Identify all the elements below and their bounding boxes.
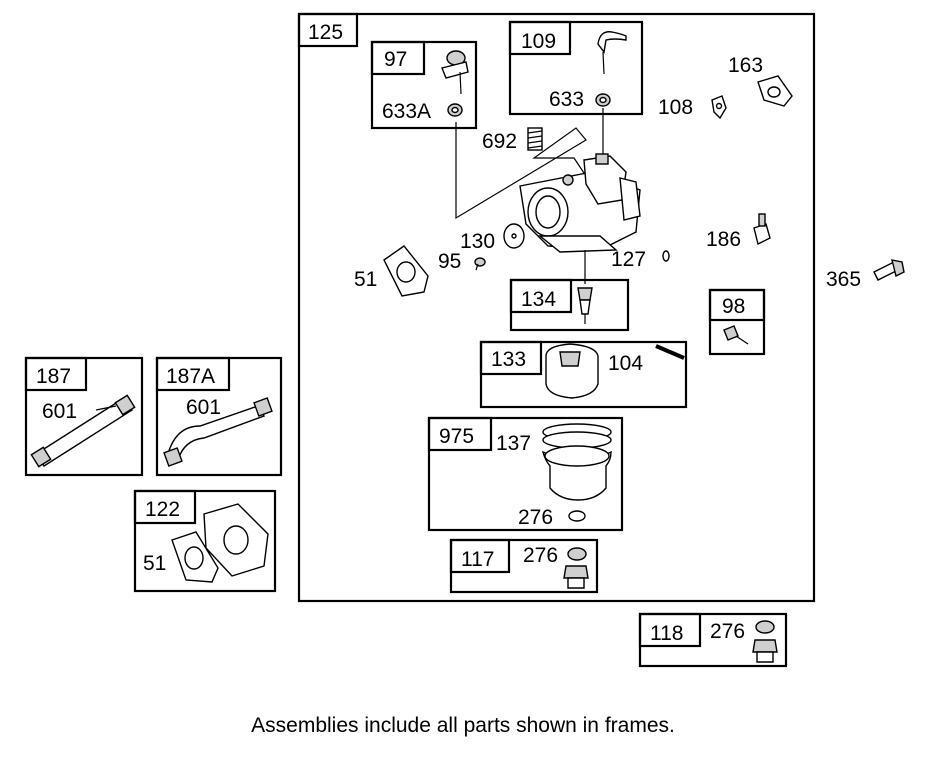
- bolt-365-part: [873, 259, 905, 281]
- frame-109-tab: [508, 20, 572, 56]
- frame-187-tab: [24, 356, 88, 392]
- pin-104-part: [655, 344, 685, 360]
- part-276-117-label: 276: [523, 544, 558, 567]
- part-104-label: 104: [608, 352, 643, 375]
- frame-109: [508, 20, 644, 116]
- frame-118-tab: [638, 612, 702, 648]
- frame-117-label: 117: [461, 548, 494, 571]
- part-163-label: 163: [728, 54, 763, 77]
- needle-134-part: [577, 287, 593, 324]
- frame-133-tab: [479, 340, 543, 376]
- frame-187-label: 187: [36, 365, 71, 388]
- part-130-label: 130: [460, 230, 495, 253]
- spring-692-part: [527, 127, 543, 151]
- frame-134-label: 134: [521, 288, 556, 311]
- frame-118-label: 118: [650, 622, 683, 645]
- frame-133-label: 133: [491, 348, 526, 371]
- throttle-shaft-part: [597, 31, 627, 75]
- part-365-label: 365: [826, 268, 861, 291]
- part-127-label: 127: [611, 248, 646, 271]
- part-186-label: 186: [706, 228, 741, 251]
- part-51-122-label: 51: [143, 552, 166, 575]
- frame-98-label: 98: [722, 295, 745, 318]
- plate-130-part: [503, 223, 525, 249]
- choke-shaft-part: [441, 50, 469, 95]
- screw-98-part: [723, 325, 749, 345]
- frame-975: [427, 416, 624, 532]
- frame-125-label: 125: [308, 21, 343, 44]
- part-137-label: 137: [496, 432, 531, 455]
- carburetor-body-part: [519, 153, 641, 253]
- frame-975-label: 975: [439, 425, 474, 448]
- washer-276-118-part: [755, 620, 775, 634]
- screw-95-part: [474, 257, 486, 271]
- bowl-975-part: [541, 423, 612, 501]
- part-601-187a-label: 601: [186, 396, 221, 419]
- frame-109-label: 109: [521, 30, 556, 53]
- gasket-51-122-part: [171, 531, 219, 583]
- plug-117-part: [563, 565, 589, 589]
- screw-108-part: [711, 95, 727, 120]
- frame-98-tab: [708, 288, 766, 322]
- frame-187a-label: 187A: [166, 365, 215, 388]
- washer-276-975-part: [568, 510, 586, 522]
- plug-118-part: [752, 639, 778, 663]
- part-692-label: 692: [482, 130, 517, 153]
- gasket-51-part: [383, 245, 429, 297]
- frame-122-tab: [133, 489, 197, 525]
- fitting-186-part: [753, 213, 771, 246]
- frame-97-tab: [370, 40, 426, 76]
- part-51-label: 51: [354, 268, 377, 291]
- caption-text: Assemblies include all parts shown in fr…: [251, 714, 675, 737]
- frame-122-label: 122: [145, 498, 180, 521]
- part-276-118-label: 276: [710, 620, 745, 643]
- seal-633a-part: [447, 103, 463, 117]
- frame-134-tab: [509, 278, 573, 314]
- frame-97-label: 97: [384, 48, 407, 71]
- part-601-187-label: 601: [42, 400, 77, 423]
- frame-187a-tab: [155, 356, 231, 392]
- gasket-163-part: [757, 75, 793, 107]
- frame-125: [297, 12, 816, 603]
- part-633a-label: 633A: [382, 100, 431, 123]
- part-108-label: 108: [658, 96, 693, 119]
- float-133-part: [545, 343, 599, 399]
- part-633-label: 633: [549, 88, 584, 111]
- frame-122: [133, 489, 277, 593]
- seal-633-part: [595, 93, 611, 107]
- fuel-line-187a-part: [163, 397, 273, 467]
- fuel-line-187-part: [30, 394, 136, 468]
- spacer-122-part: [203, 503, 269, 577]
- part-95-label: 95: [438, 250, 461, 273]
- frame-975-tab: [427, 416, 493, 452]
- leader-lines: [455, 122, 587, 220]
- ring-127-part: [662, 250, 670, 262]
- part-276-975-label: 276: [518, 506, 553, 529]
- washer-276-117-part: [567, 547, 587, 561]
- frame-117-tab: [449, 538, 511, 574]
- frame-125-tab: [297, 12, 359, 48]
